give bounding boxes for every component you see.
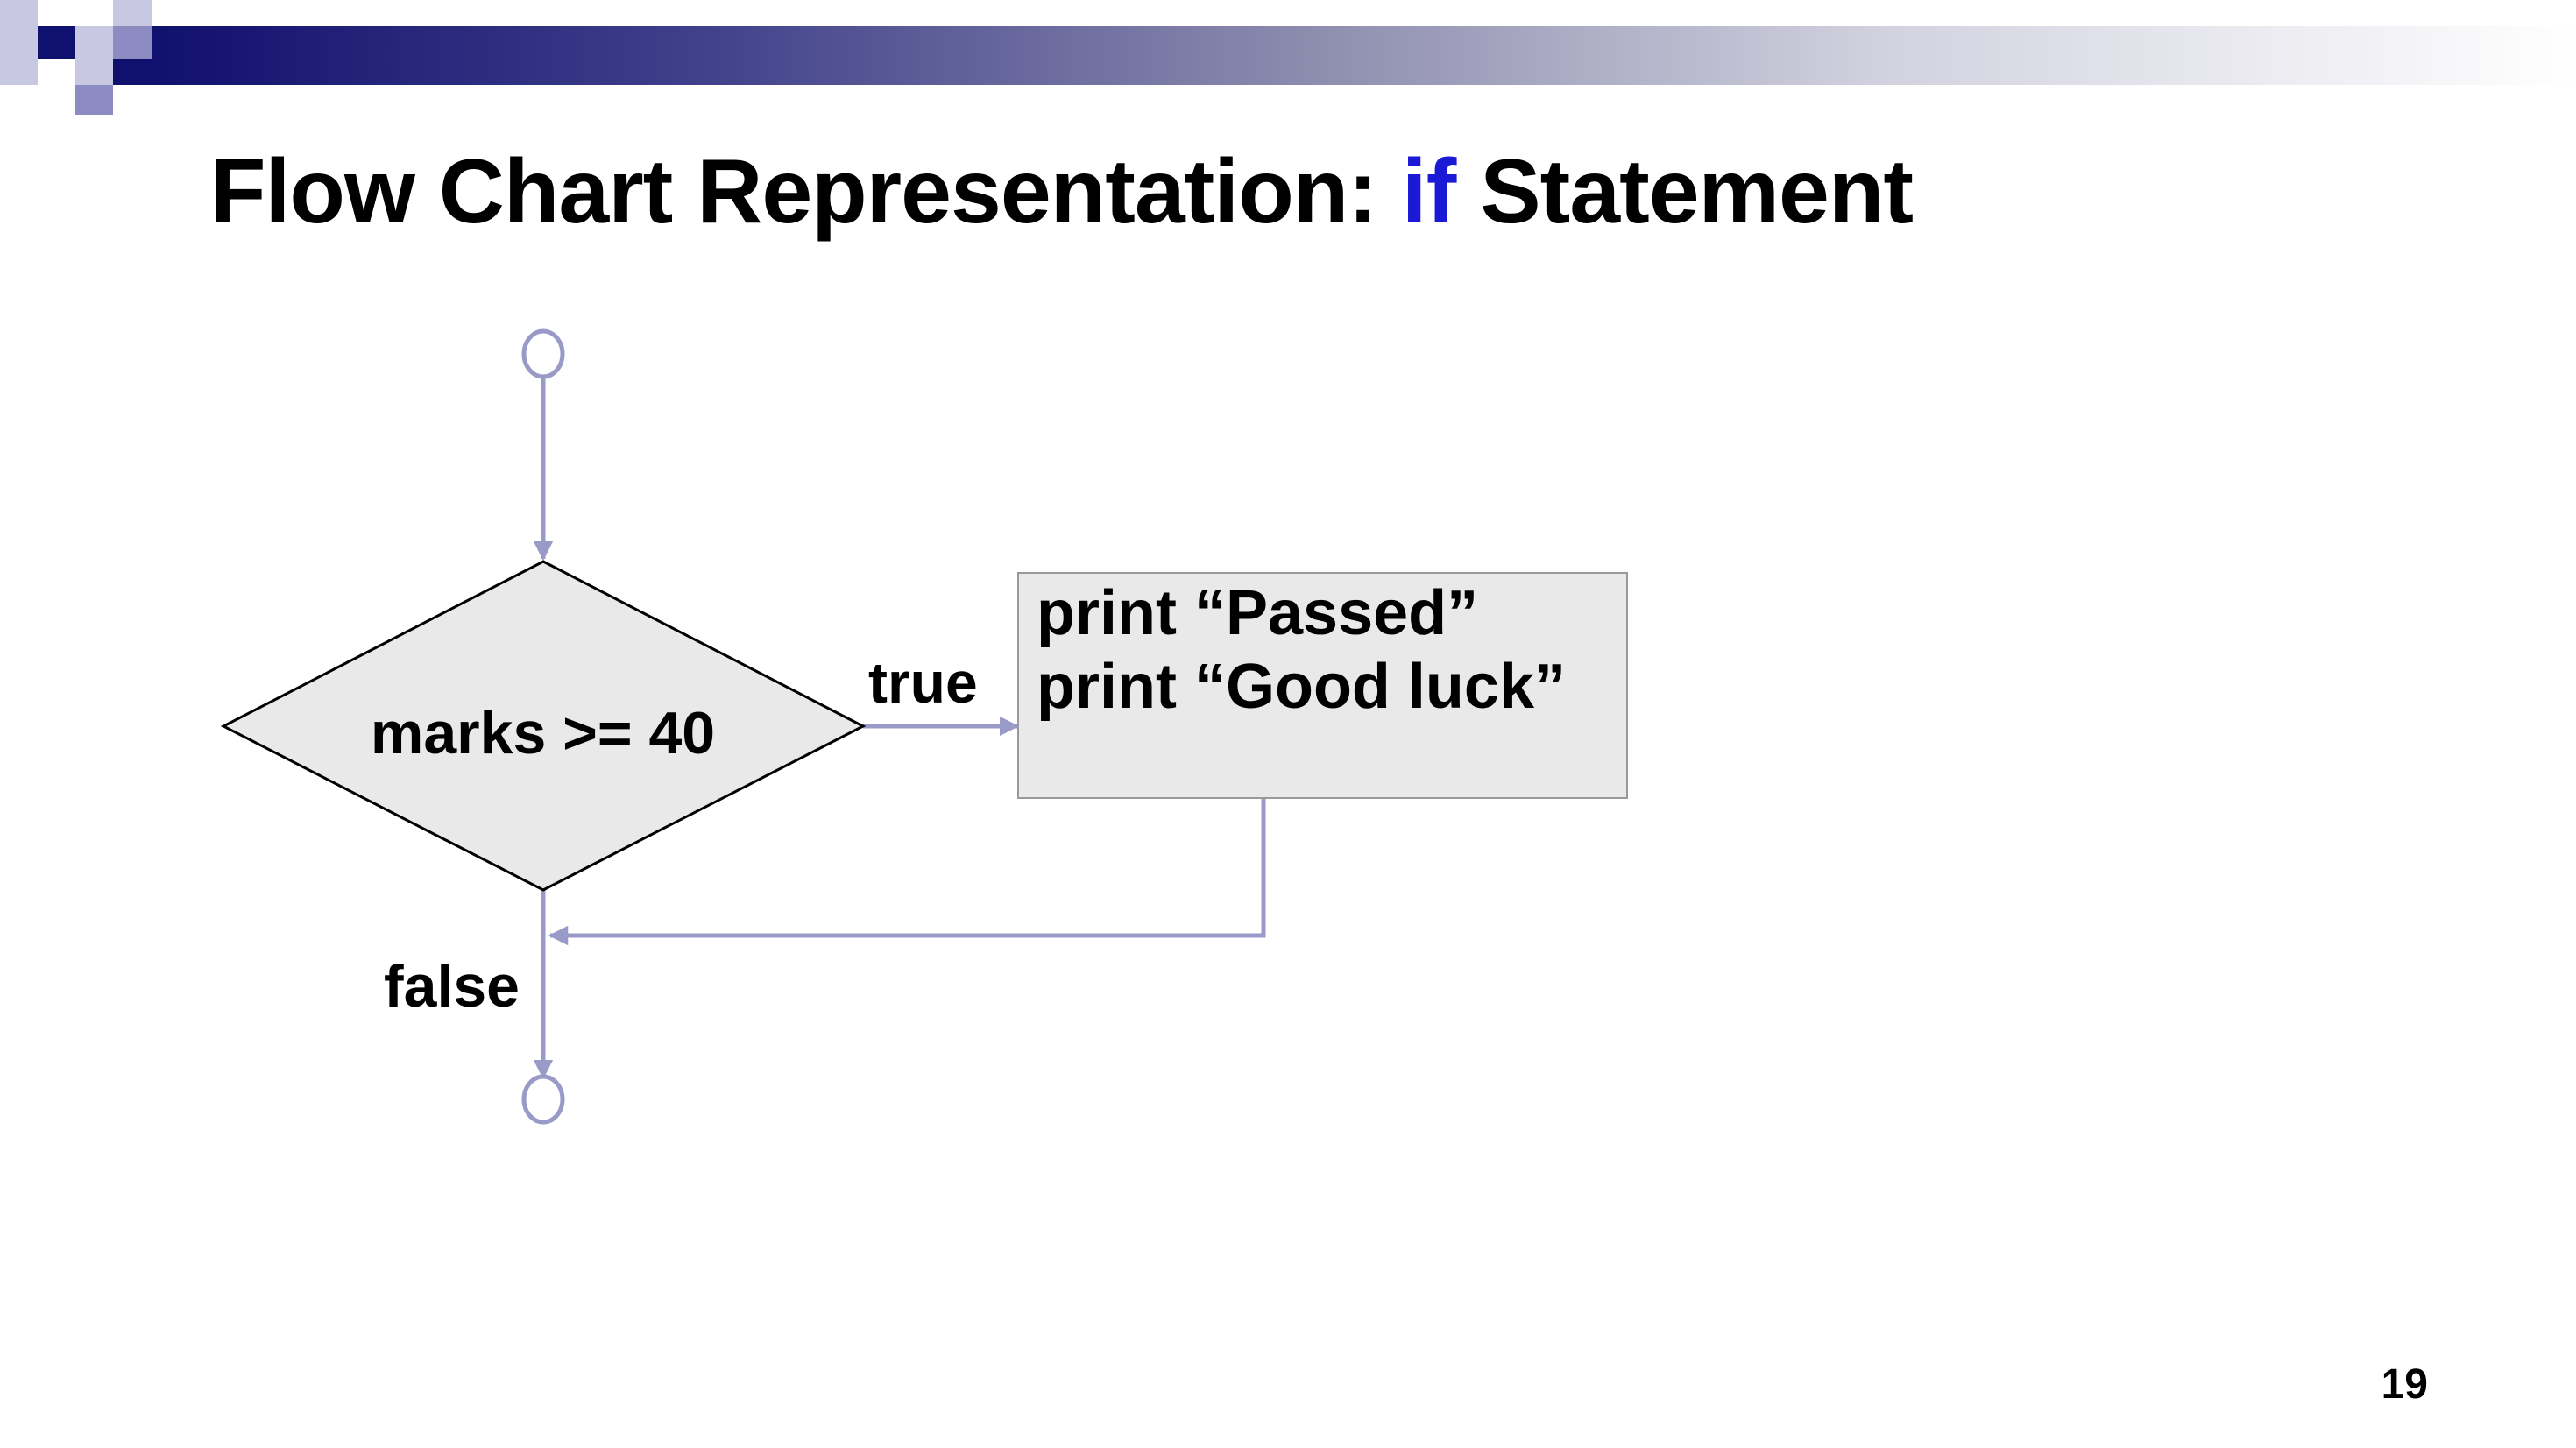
process-line: print “Passed” xyxy=(1037,578,1479,648)
header-square-decoration xyxy=(113,0,152,26)
header-square-decoration xyxy=(113,59,152,85)
end-terminal xyxy=(521,1074,565,1125)
decision-diamond xyxy=(220,560,867,892)
header-square-decoration xyxy=(0,26,38,59)
true-branch-label: true xyxy=(868,650,978,715)
title-prefix: Flow Chart Representation: xyxy=(210,141,1402,243)
title-suffix: Statement xyxy=(1455,141,1914,243)
header-square-decoration xyxy=(75,26,113,59)
connector-process-merge xyxy=(548,799,1266,946)
header-square-decoration xyxy=(38,26,75,59)
header-square-decoration xyxy=(113,26,152,59)
header-gradient-bar xyxy=(152,26,2576,85)
slide-title: Flow Chart Representation: if Statement xyxy=(210,140,1914,244)
process-box: print “Passed” print “Good luck” xyxy=(1017,572,1628,799)
title-keyword: if xyxy=(1401,141,1457,243)
process-line: print “Good luck” xyxy=(1037,652,1566,722)
decision-condition: marks >= 40 xyxy=(370,700,716,766)
page-number: 19 xyxy=(2381,1361,2428,1408)
header-square-decoration xyxy=(75,85,113,115)
header-square-decoration xyxy=(0,0,38,26)
false-branch-label: false xyxy=(384,953,520,1020)
header-square-decoration xyxy=(75,59,113,85)
header-square-decoration xyxy=(0,59,38,85)
start-terminal xyxy=(521,328,565,379)
